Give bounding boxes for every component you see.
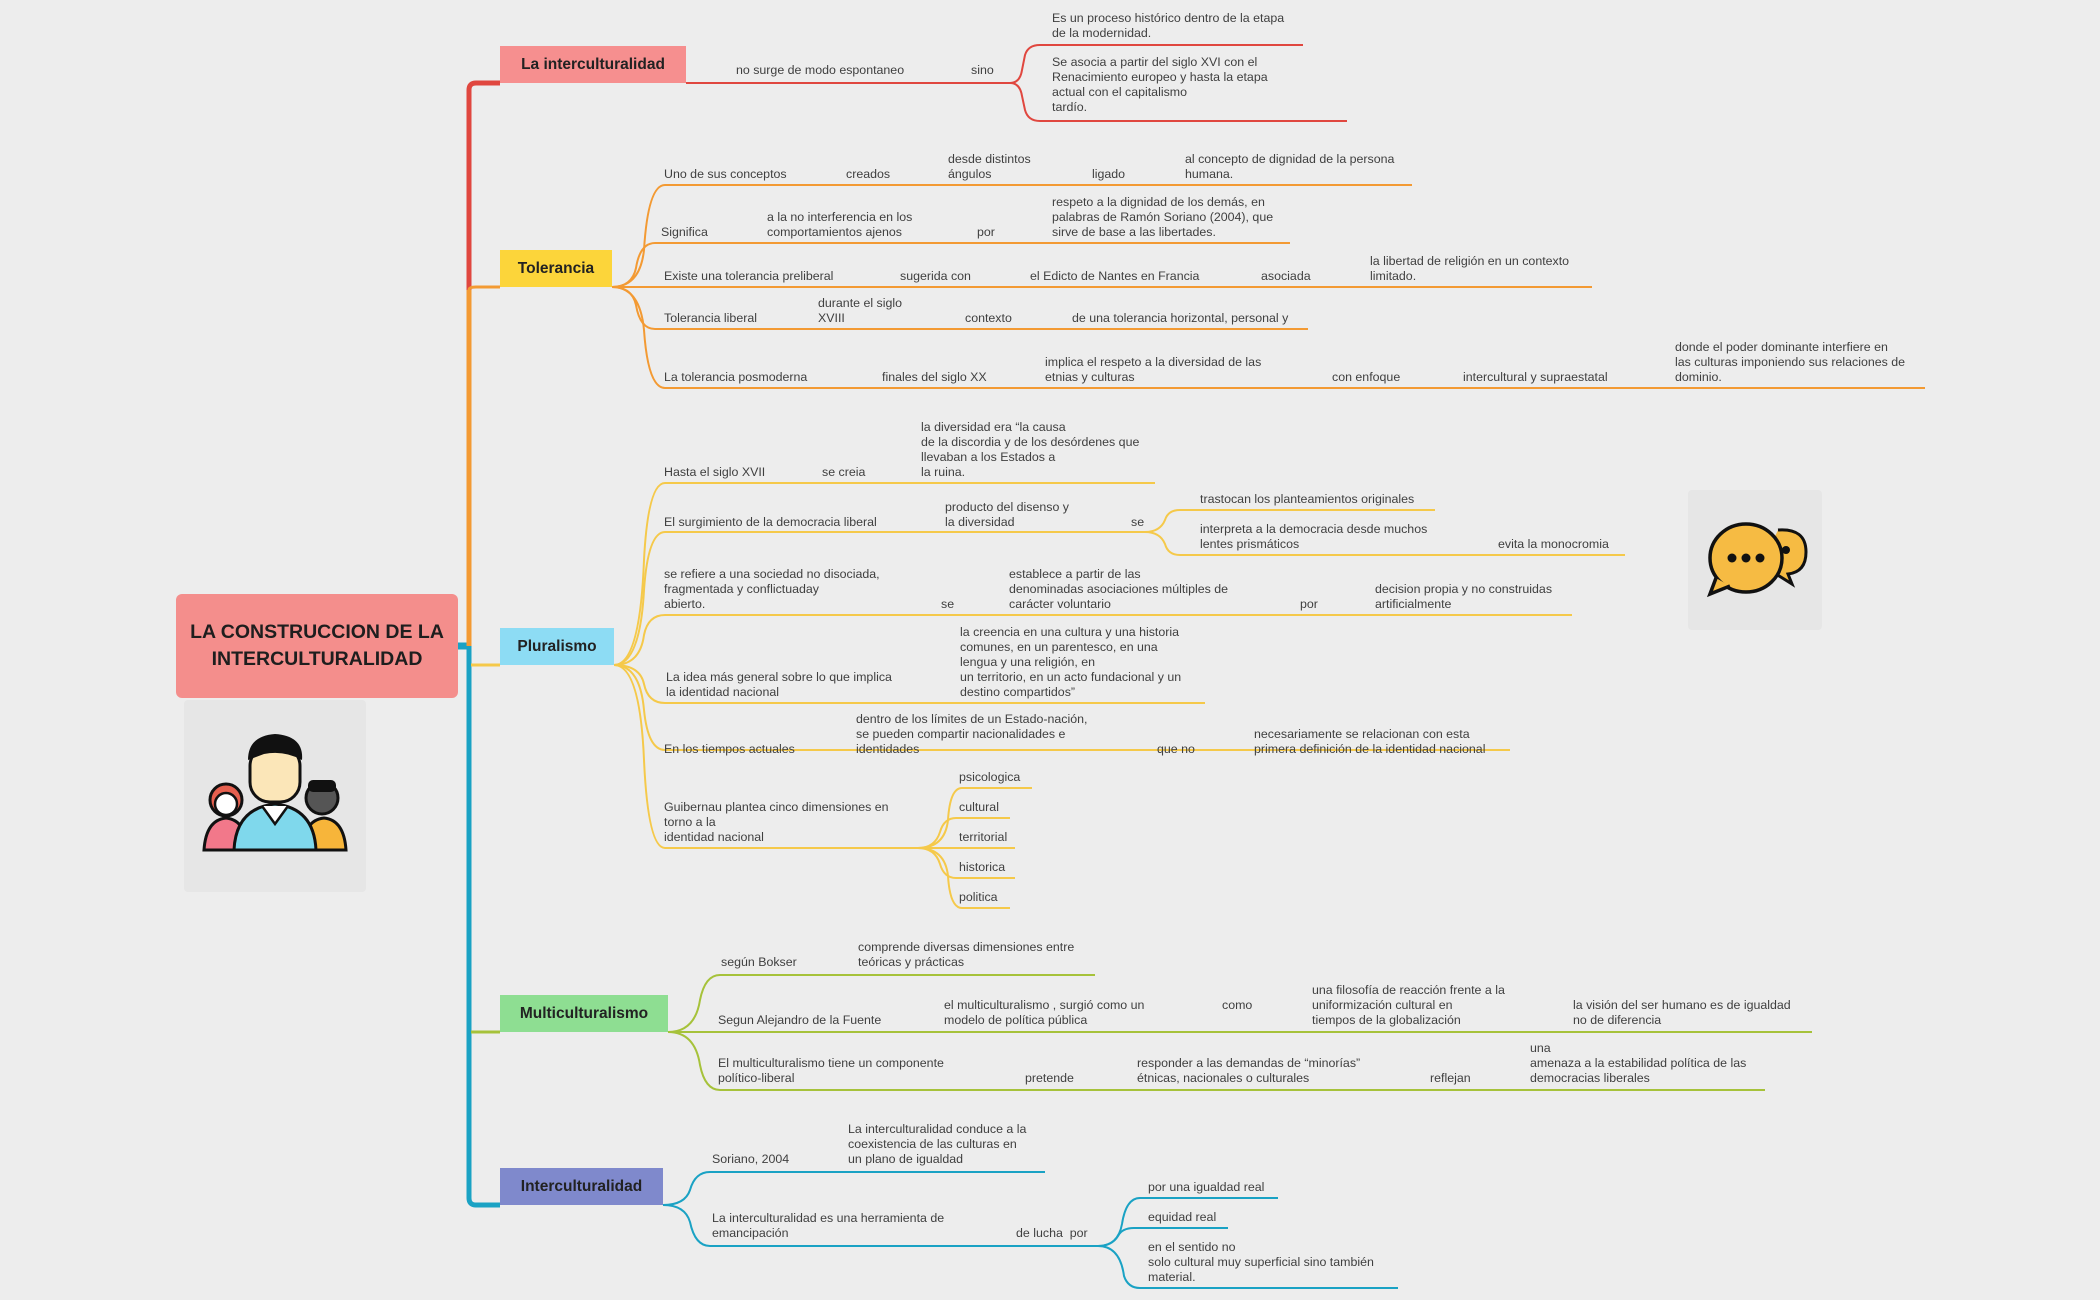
topic-node: Hasta el siglo XVII <box>664 465 766 479</box>
topic-node: En los tiempos actuales <box>664 742 795 756</box>
topic-node: de lucha por <box>1016 1226 1088 1240</box>
topic-node: no surge de modo espontaneo <box>736 63 905 77</box>
topic-node: comprende diversas dimensiones entre teó… <box>858 940 1075 969</box>
topic-node: sino <box>971 63 994 77</box>
topic-node: equidad real <box>1148 1210 1217 1224</box>
branch-label: La interculturalidad <box>521 55 665 73</box>
branch-la-interculturalidad[interactable]: La interculturalidad <box>500 46 686 83</box>
topic-node: asociada <box>1261 269 1311 283</box>
topic-node: Segun Alejandro de la Fuente <box>718 1013 882 1027</box>
topic-node: pretende <box>1025 1071 1074 1085</box>
topic-node: donde el poder dominante interfiere en l… <box>1675 340 1906 384</box>
topic-node: que no <box>1157 742 1195 756</box>
topic-node: historica <box>959 860 1006 874</box>
topic-node: Significa <box>661 225 708 239</box>
topic-node: territorial <box>959 830 1008 844</box>
topic-node: El surgimiento de la democracia liberal <box>664 515 877 529</box>
topic-node: La idea más general sobre lo que implica… <box>666 670 892 699</box>
topic-node: dentro de los límites de un Estado-nació… <box>856 712 1088 756</box>
people-icon <box>202 734 348 852</box>
topic-node: El multiculturalismo tiene un componente… <box>718 1056 944 1085</box>
topic-node: desde distintos ángulos <box>948 152 1031 181</box>
topic-node: Guibernau plantea cinco dimensiones en t… <box>664 800 889 844</box>
topic-node: sugerida con <box>900 269 971 283</box>
topic-node: por <box>1300 597 1318 611</box>
topic-node: contexto <box>965 311 1012 325</box>
branch-label: Interculturalidad <box>520 1177 643 1195</box>
topic-node: Uno de sus conceptos <box>664 167 787 181</box>
topic-node: creados <box>846 167 891 181</box>
branch-pluralismo[interactable]: Pluralismo <box>500 628 614 665</box>
topic-node: implica el respeto a la diversidad de la… <box>1045 355 1262 384</box>
topic-node: de una tolerancia horizontal, personal y <box>1072 311 1289 325</box>
topic-node: el multiculturalismo , surgió como un mo… <box>944 998 1145 1027</box>
topic-node: responder a las demandas de “minorías” é… <box>1137 1056 1361 1085</box>
branch-label: Pluralismo <box>517 637 597 655</box>
topic-node: con enfoque <box>1332 370 1401 384</box>
topic-node: producto del disenso y la diversidad <box>945 500 1069 529</box>
topic-node: politica <box>959 890 998 904</box>
topic-node: por una igualdad real <box>1148 1180 1265 1194</box>
topic-node: finales del siglo XX <box>882 370 987 384</box>
topic-node: interpreta a la democracia desde muchos … <box>1200 522 1428 551</box>
topic-node: la creencia en una cultura y una histori… <box>960 625 1182 699</box>
branch-multiculturalismo[interactable]: Multiculturalismo <box>500 995 668 1032</box>
topic-node: como <box>1222 998 1253 1012</box>
topic-node: necesariamente se relacionan con esta pr… <box>1254 727 1486 756</box>
topic-node: decision propia y no construidas artific… <box>1375 582 1553 611</box>
topic-node: la libertad de religión en un contexto l… <box>1370 254 1570 283</box>
topic-node: se <box>1131 515 1145 529</box>
topic-node: se creia <box>822 465 866 479</box>
topic-node: según Bokser <box>721 955 797 969</box>
topic-node: cultural <box>959 800 999 814</box>
topic-node: al concepto de dignidad de la persona hu… <box>1185 152 1395 181</box>
chat-bubbles-icon <box>1706 522 1808 598</box>
topic-node: intercultural y supraestatal <box>1463 370 1608 384</box>
branch-tolerancia[interactable]: Tolerancia <box>500 250 612 287</box>
topic-node: Se asocia a partir del siglo XVI con el … <box>1052 55 1268 114</box>
topic-node: por <box>977 225 995 239</box>
topic-node: La tolerancia posmoderna <box>664 370 808 384</box>
topic-node: trastocan los planteamientos originales <box>1200 492 1415 506</box>
topic-node: se refiere a una sociedad no disociada, … <box>664 567 880 611</box>
topic-node: Tolerancia liberal <box>664 311 757 325</box>
topic-node: una filosofía de reacción frente a la un… <box>1312 983 1505 1027</box>
topic-node: en el sentido no solo cultural muy super… <box>1148 1240 1374 1284</box>
branch-label: Multiculturalismo <box>519 1004 649 1022</box>
topic-node: Existe una tolerancia preliberal <box>664 269 834 283</box>
topic-node: respeto a la dignidad de los demás, en p… <box>1052 195 1274 239</box>
topic-node: evita la monocromia <box>1498 537 1609 551</box>
people-illustration-card <box>184 700 366 892</box>
topic-node: el Edicto de Nantes en Francia <box>1030 269 1200 283</box>
topic-node: a la no interferencia en los comportamie… <box>767 210 913 239</box>
topic-node: durante el siglo XVIII <box>818 296 903 325</box>
topic-node: una amenaza a la estabilidad política de… <box>1530 1041 1747 1085</box>
topic-node: Es un proceso histórico dentro de la eta… <box>1052 11 1285 40</box>
topic-node: la diversidad era “la causa de la discor… <box>921 420 1140 479</box>
topic-node: ligado <box>1092 167 1126 181</box>
root-title: LA CONSTRUCCION DE LA INTERCULTURALIDAD <box>176 594 458 698</box>
topic-node: La interculturalidad es una herramienta … <box>712 1211 945 1240</box>
topic-node: Soriano, 2004 <box>712 1152 790 1166</box>
topic-node: La interculturalidad conduce a la coexis… <box>848 1122 1027 1166</box>
topic-node: reflejan <box>1430 1071 1471 1085</box>
branch-label: Tolerancia <box>517 259 595 277</box>
topic-node: la visión del ser humano es de igualdad … <box>1573 998 1791 1027</box>
topic-node: se <box>941 597 955 611</box>
branch-interculturalidad[interactable]: Interculturalidad <box>500 1168 663 1205</box>
topic-node: psicologica <box>959 770 1021 784</box>
chat-illustration-card <box>1688 490 1822 630</box>
topic-node: establece a partir de las denominadas as… <box>1009 567 1229 611</box>
